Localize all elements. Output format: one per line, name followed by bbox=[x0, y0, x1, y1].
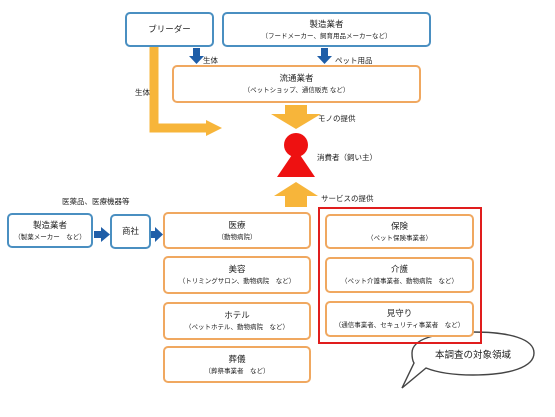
label-pet-goods: ペット用品 bbox=[335, 56, 373, 65]
label-live-animal-top: 生体 bbox=[203, 56, 218, 65]
survey-scope-frame bbox=[318, 207, 482, 344]
insurance-title: 保険 bbox=[390, 221, 408, 232]
manufacturer-top-sub: （フードメーカー、飼育用品メーカーなど） bbox=[261, 31, 392, 40]
care-box: 介護 （ペット介護事業者、動物病院 など） bbox=[325, 257, 474, 293]
consumer-body-icon bbox=[277, 149, 315, 177]
medical-sub: （動物病院） bbox=[217, 232, 257, 241]
watch-box: 見守り （通信事業者、セキュリティ事業者 など） bbox=[325, 301, 474, 337]
insurance-box: 保険 （ペット保険事業者） bbox=[325, 214, 474, 249]
funeral-box: 葬儀 （葬祭事業者 など） bbox=[163, 346, 311, 383]
distributor-box: 流通業者 （ペットショップ、通信販売 など） bbox=[172, 65, 421, 103]
label-live-animal-side: 生体 bbox=[135, 88, 150, 97]
pharma-to-trading-arrowhead bbox=[101, 227, 110, 242]
manufacturer-top-title: 製造業者 bbox=[309, 19, 344, 30]
hotel-title: ホテル bbox=[224, 311, 250, 321]
funeral-sub: （葬祭事業者 など） bbox=[204, 366, 270, 375]
manufacturer-top-box: 製造業者 （フードメーカー、飼育用品メーカーなど） bbox=[222, 12, 431, 47]
medical-box: 医療 （動物病院） bbox=[163, 212, 311, 249]
beauty-box: 美容 （トリミングサロン、動物病院 など） bbox=[163, 256, 311, 294]
pharma-to-trading-arrow bbox=[94, 231, 102, 238]
consumer-head-icon bbox=[284, 133, 308, 157]
pharma-manufacturer-box: 製造業者 （製薬メーカー など） bbox=[7, 213, 93, 248]
beauty-title: 美容 bbox=[228, 265, 246, 275]
manufacturer-to-distributor-arrow bbox=[321, 48, 328, 57]
funeral-title: 葬儀 bbox=[228, 354, 246, 365]
insurance-sub: （ペット保険事業者） bbox=[367, 233, 432, 242]
scope-callout-text: 本調査の対象領域 bbox=[434, 350, 511, 361]
watch-sub: （通信事業者、セキュリティ事業者 など） bbox=[334, 321, 465, 329]
breeder-to-consumer-arrow bbox=[149, 47, 208, 133]
label-goods-supply: モノの提供 bbox=[318, 114, 356, 123]
goods-arrow-shaft bbox=[285, 105, 307, 115]
distributor-sub: （ペットショップ、通信販売 など） bbox=[243, 86, 350, 94]
medical-title: 医療 bbox=[228, 220, 246, 231]
label-service-supply: サービスの提供 bbox=[321, 194, 374, 203]
hotel-sub: （ペットホテル、動物病院 など） bbox=[185, 323, 289, 331]
pharma-manufacturer-sub: （製薬メーカー など） bbox=[14, 232, 86, 241]
breeder-title: ブリーダー bbox=[148, 24, 191, 35]
breeder-to-distributor-arrowhead bbox=[189, 56, 204, 64]
label-medicines: 医薬品、医療機器等 bbox=[62, 197, 130, 206]
breeder-box: ブリーダー bbox=[125, 12, 214, 47]
trading-title: 商社 bbox=[121, 226, 139, 237]
care-title: 介護 bbox=[390, 265, 408, 275]
care-sub: （ペット介護事業者、動物病院 など） bbox=[341, 277, 458, 285]
hotel-box: ホテル （ペットホテル、動物病院 など） bbox=[163, 302, 311, 340]
trading-box: 商社 bbox=[110, 214, 151, 249]
manufacturer-to-distributor-arrowhead bbox=[317, 56, 332, 64]
service-arrow-head bbox=[274, 182, 318, 196]
trading-to-medical-arrow bbox=[151, 231, 156, 238]
beauty-sub: （トリミングサロン、動物病院 など） bbox=[178, 277, 296, 285]
breeder-to-distributor-arrow bbox=[193, 48, 200, 57]
watch-title: 見守り bbox=[386, 309, 413, 319]
service-arrow-shaft bbox=[285, 196, 307, 207]
pharma-manufacturer-title: 製造業者 bbox=[32, 220, 67, 231]
goods-arrow-head bbox=[271, 114, 321, 129]
distributor-title: 流通業者 bbox=[279, 74, 314, 84]
trading-to-medical-arrowhead bbox=[155, 227, 163, 242]
breeder-to-consumer-arrowhead bbox=[206, 120, 222, 136]
consumer-label: 消費者（飼い主） bbox=[317, 153, 377, 162]
